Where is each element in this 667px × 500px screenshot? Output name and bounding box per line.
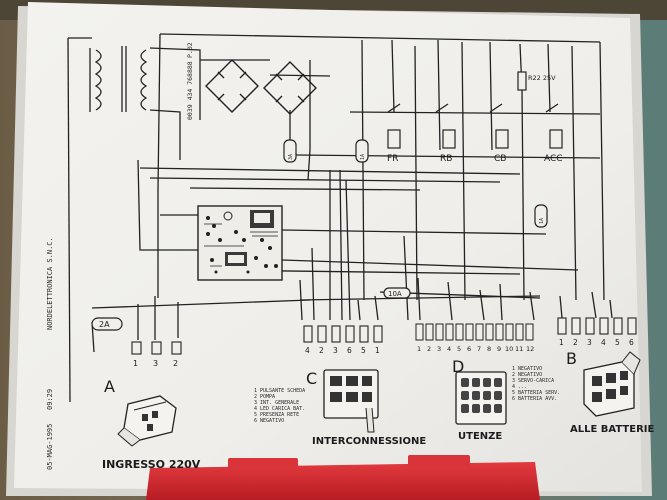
relay-rb: RB [435,103,456,164]
connector-b-pins: 1 2 3 4 5 6 [557,317,637,347]
svg-text:7: 7 [477,345,481,353]
svg-text:10A: 10A [388,290,402,298]
circuit-board [197,205,283,281]
svg-text:D: D [452,357,464,376]
connector-c-legend: 1 PULSANTE SCHEDA 2 POMPA 3 INT. GENERAL… [254,388,305,424]
svg-text:2: 2 [427,345,431,353]
relay-cb: CB [489,103,509,164]
svg-text:5: 5 [457,345,461,353]
svg-text:6 BATTERIA AVV.: 6 BATTERIA AVV. [512,396,557,402]
red-clip-tab-left [228,458,298,470]
svg-text:5: 5 [361,346,366,355]
svg-text:8: 8 [487,345,491,353]
svg-text:NORDELETTRONICA S.N.C.: NORDELETTRONICA S.N.C. [46,237,54,330]
fuse-2a: 2A [91,317,123,331]
fuse-10a: 10A [383,287,411,299]
connector-b-illustration: B ALLE BATTERIE [566,349,655,435]
svg-text:C: C [306,369,317,388]
wires [67,33,613,403]
relay-acc: ACC [544,103,563,164]
svg-text:3: 3 [437,345,441,353]
svg-text:ACC: ACC [544,154,563,164]
connector-c-pins: 4 2 3 6 5 1 [303,325,383,355]
connector-a-pins: 1 3 2 [131,341,182,368]
svg-text:1: 1 [417,345,421,353]
svg-text:P.02: P.02 [186,42,194,58]
svg-text:A: A [104,377,115,396]
svg-text:2: 2 [319,346,324,355]
svg-text:12: 12 [526,345,534,353]
svg-text:11: 11 [515,345,523,353]
connector-d-illustration: D UTENZE [452,357,507,442]
svg-text:3: 3 [153,359,158,368]
left-margin-text: 05-MAG-1995 09:29 NORDELETTRONICA S.N.C. [46,237,54,470]
top-vertical-text: 0039 434 768888 P.02 [186,42,194,120]
svg-text:1: 1 [133,359,138,368]
svg-text:1: 1 [559,338,564,347]
svg-text:B: B [566,349,577,368]
svg-text:1A: 1A [539,218,545,224]
svg-text:5: 5 [615,338,620,347]
svg-text:1A: 1A [360,154,366,160]
svg-text:4 LED CARICA BAT.: 4 LED CARICA BAT. [254,406,305,412]
svg-text:2A: 2A [99,320,110,329]
svg-text:4: 4 [601,338,606,347]
relay-fr: FR [387,103,401,164]
svg-text:2 POMPA: 2 POMPA [254,394,275,400]
svg-text:2: 2 [573,338,578,347]
svg-text:RB: RB [440,154,452,164]
red-clip-tab-right [408,455,470,467]
svg-text:3: 3 [587,338,592,347]
svg-text:6: 6 [467,345,471,353]
paper-sheet [14,2,642,492]
svg-text:0039 434 768888: 0039 434 768888 [186,61,194,120]
small-fuse-labels: 3A 1A 1A [288,154,545,224]
fuse-3a [283,139,297,163]
svg-text:3 SERVO-CARICA: 3 SERVO-CARICA [512,378,554,384]
svg-text:3 INT. GENERALE: 3 INT. GENERALE [254,400,299,406]
svg-text:2 NEGATIVO: 2 NEGATIVO [512,372,542,378]
svg-text:3A: 3A [288,154,294,160]
svg-text:R22 25V: R22 25V [528,74,556,82]
svg-text:4: 4 [447,345,451,353]
svg-text:UTENZE: UTENZE [458,431,502,442]
svg-text:5 BATTERIA SERV.: 5 BATTERIA SERV. [512,390,560,396]
svg-text:INTERCONNESSIONE: INTERCONNESSIONE [312,436,426,447]
svg-text:5 PRESENZA RETE: 5 PRESENZA RETE [254,412,299,418]
svg-text:ALLE BATTERIE: ALLE BATTERIE [570,424,655,435]
svg-text:1 PULSANTE SCHEDA: 1 PULSANTE SCHEDA [254,388,305,394]
svg-text:1: 1 [375,346,380,355]
svg-text:FR: FR [387,154,398,164]
fuse-1a-right [534,204,548,228]
svg-text:09:29: 09:29 [46,389,54,410]
bridge-rectifier-1 [205,59,259,113]
svg-text:4 ...: 4 ... [512,384,527,390]
svg-text:05-MAG-1995: 05-MAG-1995 [46,424,54,470]
svg-text:6: 6 [347,346,352,355]
connector-a-illustration: A INGRESSO 220V [102,377,201,471]
svg-text:3: 3 [333,346,338,355]
connector-c-illustration: C INTERCONNESSIONE [306,369,426,447]
connector-d-legend: 1 NEGATIVO 2 NEGATIVO 3 SERVO-CARICA 4 .… [512,366,560,402]
resistor: R22 25V [517,71,556,91]
svg-text:2: 2 [173,359,178,368]
fuse-1a-top [355,139,369,163]
svg-text:CB: CB [494,154,506,164]
connector-d-pins: 1 2 3 4 5 6 7 8 9 10 11 12 [415,323,534,353]
transformer-symbol [94,46,148,112]
svg-text:6: 6 [629,338,634,347]
svg-text:9: 9 [497,345,501,353]
svg-text:4: 4 [305,346,310,355]
svg-text:10: 10 [505,345,513,353]
svg-text:INGRESSO 220V: INGRESSO 220V [102,458,201,471]
svg-text:1 NEGATIVO: 1 NEGATIVO [512,366,542,372]
svg-text:6 NEGATIVO: 6 NEGATIVO [254,418,284,424]
bridge-rectifier-2 [263,61,317,115]
red-clip [146,462,540,500]
